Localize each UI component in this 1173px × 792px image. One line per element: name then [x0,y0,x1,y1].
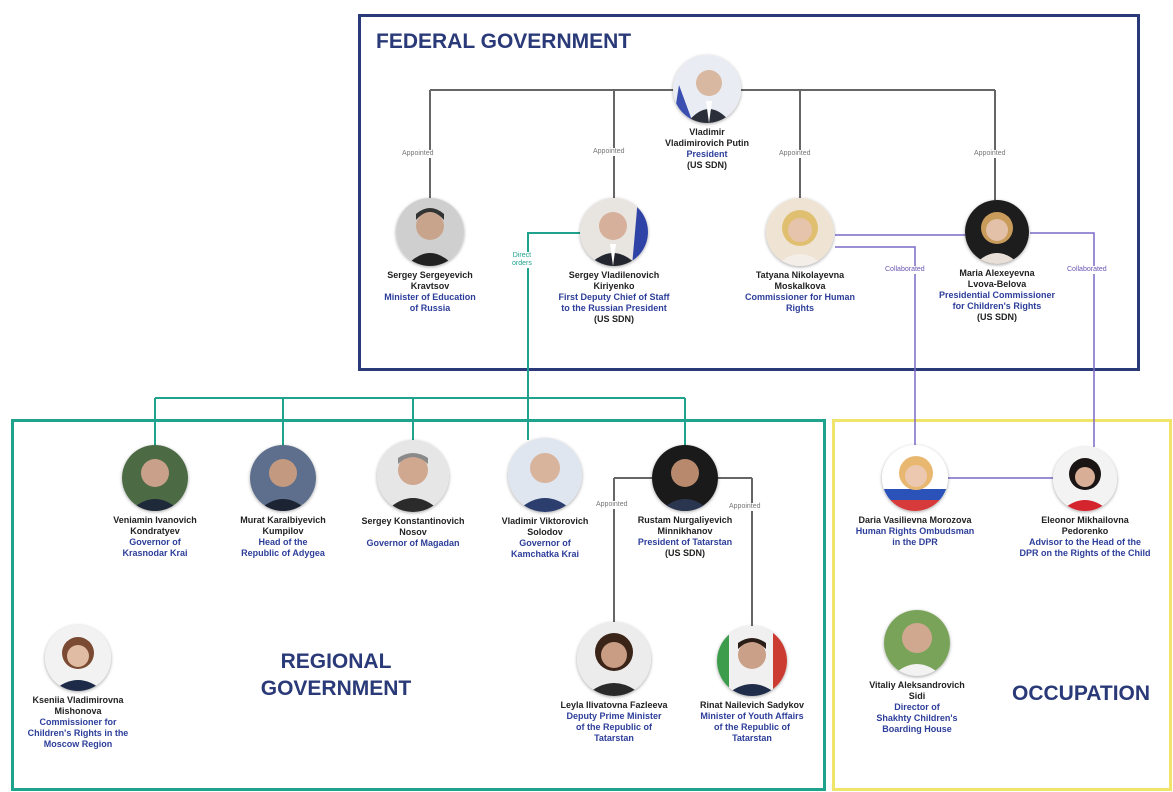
solodov-photo [508,438,582,512]
solodov-name: Vladimir Viktorovich Solodov [501,516,589,537]
kondratyev-photo [122,445,188,511]
lvova-belova-photo [965,200,1029,264]
lvova-belova-name: Maria Alexeyevna Lvova-Belova [959,268,1035,289]
fazleeva-role: Deputy Prime Minister of the Republic of… [566,711,662,743]
mishonova-role: Commissioner for Children's Rights in th… [27,717,129,749]
minnikhanov-name: Rustam Nurgalіyevich Minnikhanov [637,515,733,536]
kiriyenko-sanction: (US SDN) [594,314,634,324]
occupation-title: OCCUPATION [1012,682,1151,705]
person-fazleeva: Leyla Ilivatovna Fazleeva Deputy Prime M… [539,622,689,744]
kravtsov-photo [396,198,464,266]
solodov-role: Governor of Kamchatka Krai [510,538,580,559]
connector-kiriyenko-orders [527,232,583,398]
kondratyev-role: Governor of Krasnodar Krai [122,537,188,558]
pedorenko-name: Eleonor Mikhailovna Pedorenko [1041,515,1129,536]
lvova-belova-sanction: (US SDN) [977,312,1017,322]
putin-name: Vladimir Vladimirovich Putin [664,127,749,148]
person-mishonova: Kseniia Vladimirovna Mishonova Commissio… [3,625,153,750]
regional-government-title: REGIONAL GOVERNMENT [260,650,412,700]
kiriyenko-name: Sergey Vladilenovich Kiriyenko [568,270,660,291]
person-solodov: Vladimir Viktorovich Solodov Governor of… [470,438,620,560]
federal-government-title: FEDERAL GOVERNMENT [376,30,632,53]
nosov-name: Sergey Konstantinovich Nosov [361,516,465,537]
person-kiriyenko: Sergey Vladilenovich Kiriyenko First Dep… [539,198,689,325]
kumpilov-name: Murat Karalbiyevich Kumpilov [240,515,326,536]
person-moskalkova: Tatyana Nikolayevna Moskalkova Commissio… [725,198,875,314]
person-sadykov: Rinat Nailevich Sadykov Minister of Yout… [677,626,827,744]
person-kumpilov: Murat Karalbiyevich Kumpilov Head of the… [208,445,358,559]
sadykov-photo [717,626,787,696]
edge-label-appointed-kravtsov: Appointed [400,150,436,158]
person-kravtsov: Sergey Sergeyevich Kravtsov Minister of … [355,198,505,314]
putin-photo [673,55,741,123]
putin-role: President [686,149,728,159]
person-pedorenko: Eleonor Mikhailovna Pedorenko Advisor to… [1010,447,1160,559]
edge-label-appointed-fazleeva: Appointed [594,501,630,509]
edge-label-appointed-kiriyenko: Appointed [591,148,627,156]
person-sidi: Vitaliy Aleksandrovich Sidi Director of … [842,610,992,735]
person-morozova: Daria Vasilievna Morozova Human Rights O… [840,445,990,548]
edge-label-appointed-lvova-belova: Appointed [972,150,1008,158]
mishonova-name: Kseniia Vladimirovna Mishonova [32,695,124,716]
sadykov-name: Rinat Nailevich Sadykov [699,700,805,710]
nosov-photo [377,440,449,512]
mishonova-photo [45,625,111,691]
fazleeva-name: Leyla Ilivatovna Fazleeva [560,700,668,710]
nosov-role: Governor of Magadan [366,538,460,548]
federal-government-box [358,14,1140,371]
edge-label-collaborated-moskalkova: Collaborated [883,266,927,274]
person-kondratyev: Veniamin Ivanovich Kondratyev Governor o… [80,445,230,559]
occupation-box [832,419,1172,791]
morozova-role: Human Rights Ombudsman in the DPR [855,526,975,547]
pedorenko-photo [1053,447,1117,511]
edge-label-collaborated-lvova-belova: Collaborated [1065,266,1109,274]
person-putin: Vladimir Vladimirovich Putin President (… [632,55,782,171]
connector-lvova-pedorenko [1030,232,1095,447]
sidi-name: Vitaliy Aleksandrovich Sidi [869,680,965,701]
kiriyenko-role: First Deputy Chief of Staff to the Russi… [558,292,670,313]
edge-label-appointed-moskalkova: Appointed [777,150,813,158]
putin-sanction: (US SDN) [687,160,727,170]
person-nosov: Sergey Konstantinovich Nosov Governor of… [338,440,488,549]
moskalkova-photo [766,198,834,266]
person-lvova-belova: Maria Alexeyevna Lvova-Belova Presidenti… [922,200,1072,323]
minnikhanov-role: President of Tatarstan [637,537,733,547]
moskalkova-name: Tatyana Nikolayevna Moskalkova [755,270,845,291]
morozova-name: Daria Vasilievna Morozova [858,515,972,525]
kumpilov-role: Head of the Republic of Adygea [241,537,325,558]
kiriyenko-photo [580,198,648,266]
fazleeva-photo [577,622,651,696]
connector-moskalkova-morozova [835,246,916,445]
sadykov-role: Minister of Youth Affairs of the Republi… [700,711,804,743]
sidi-photo [884,610,950,676]
minnikhanov-sanction: (US SDN) [665,548,705,558]
edge-label-direct-orders: Direct orders [510,252,534,268]
morozova-photo [882,445,948,511]
edge-label-appointed-sadykov: Appointed [727,503,763,511]
person-minnikhanov: Rustam Nurgalіyevich Minnikhanov Preside… [610,445,760,559]
kondratyev-name: Veniamin Ivanovich Kondratyev [113,515,197,536]
kravtsov-role: Minister of Education of Russia [384,292,476,313]
pedorenko-role: Advisor to the Head of the DPR on the Ri… [1019,537,1151,558]
moskalkova-role: Commissioner for Human Rights [744,292,856,313]
lvova-belova-role: Presidential Commissioner for Children's… [938,290,1056,311]
minnikhanov-photo [652,445,718,511]
kravtsov-name: Sergey Sergeyevich Kravtsov [387,270,473,291]
kumpilov-photo [250,445,316,511]
regional-government-box [11,419,826,791]
sidi-role: Director of Shakhty Children's Boarding … [876,702,958,734]
